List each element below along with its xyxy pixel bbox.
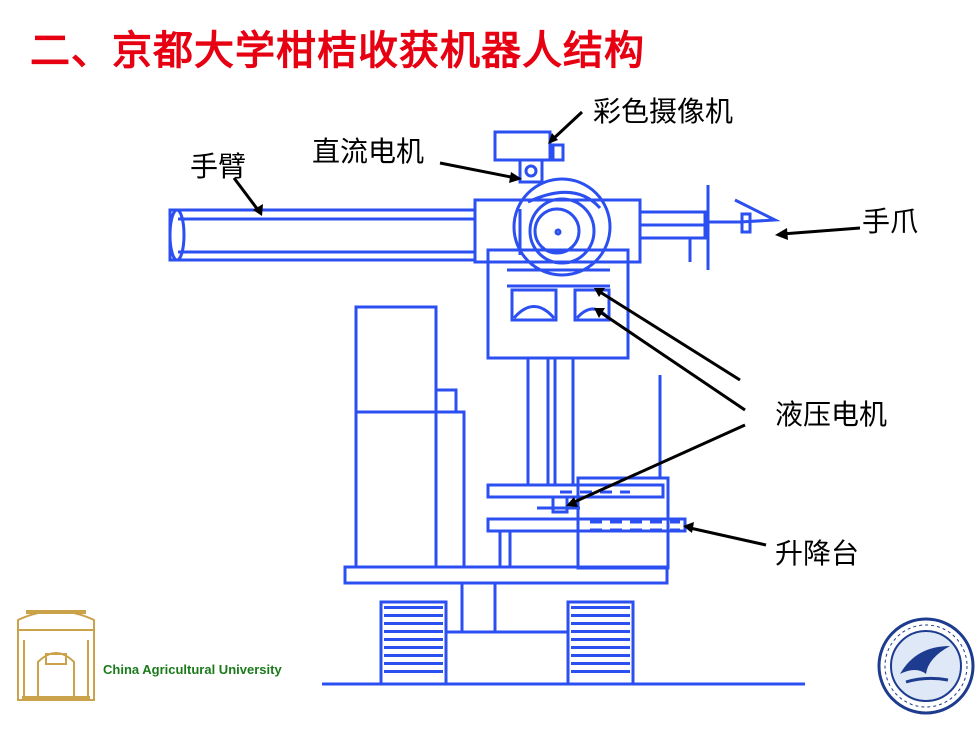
hydraulic-arrow-1 (599, 290, 741, 382)
footer-university: China Agricultural University (103, 662, 282, 677)
lift-arrow (689, 526, 767, 547)
label-gripper: 手爪 (862, 205, 919, 238)
left-wheel (379, 600, 448, 686)
hydraulic-arrow-3 (571, 423, 746, 505)
label-lift-platform: 升降台 (775, 537, 860, 570)
university-gate-logo (17, 610, 95, 701)
body-box (486, 248, 630, 360)
slide-title: 二、京都大学柑桔收获机器人结构 (30, 28, 645, 74)
label-dc-motor: 直流电机 (312, 135, 425, 168)
camera-arrow (550, 110, 584, 142)
dc-motor-arrow (439, 161, 517, 180)
hydraulic-arrow-2 (599, 310, 746, 412)
gripper (734, 198, 781, 224)
label-hydraulic-motor: 液压电机 (775, 398, 888, 431)
college-emblem-logo (877, 617, 975, 715)
vertical-column (526, 356, 550, 487)
right-wheel (566, 600, 635, 686)
arm-arrow (232, 177, 260, 211)
label-camera: 彩色摄像机 (593, 95, 734, 128)
control-cabinet (354, 305, 438, 569)
lift-platform-lower (486, 517, 687, 533)
base-frame (343, 565, 669, 585)
rotary-joint (512, 177, 612, 277)
hydraulic-tank (576, 476, 670, 570)
label-arm: 手臂 (190, 150, 247, 183)
gripper-arrow (781, 226, 861, 236)
lift-platform-upper (486, 483, 665, 499)
camera (493, 130, 552, 162)
